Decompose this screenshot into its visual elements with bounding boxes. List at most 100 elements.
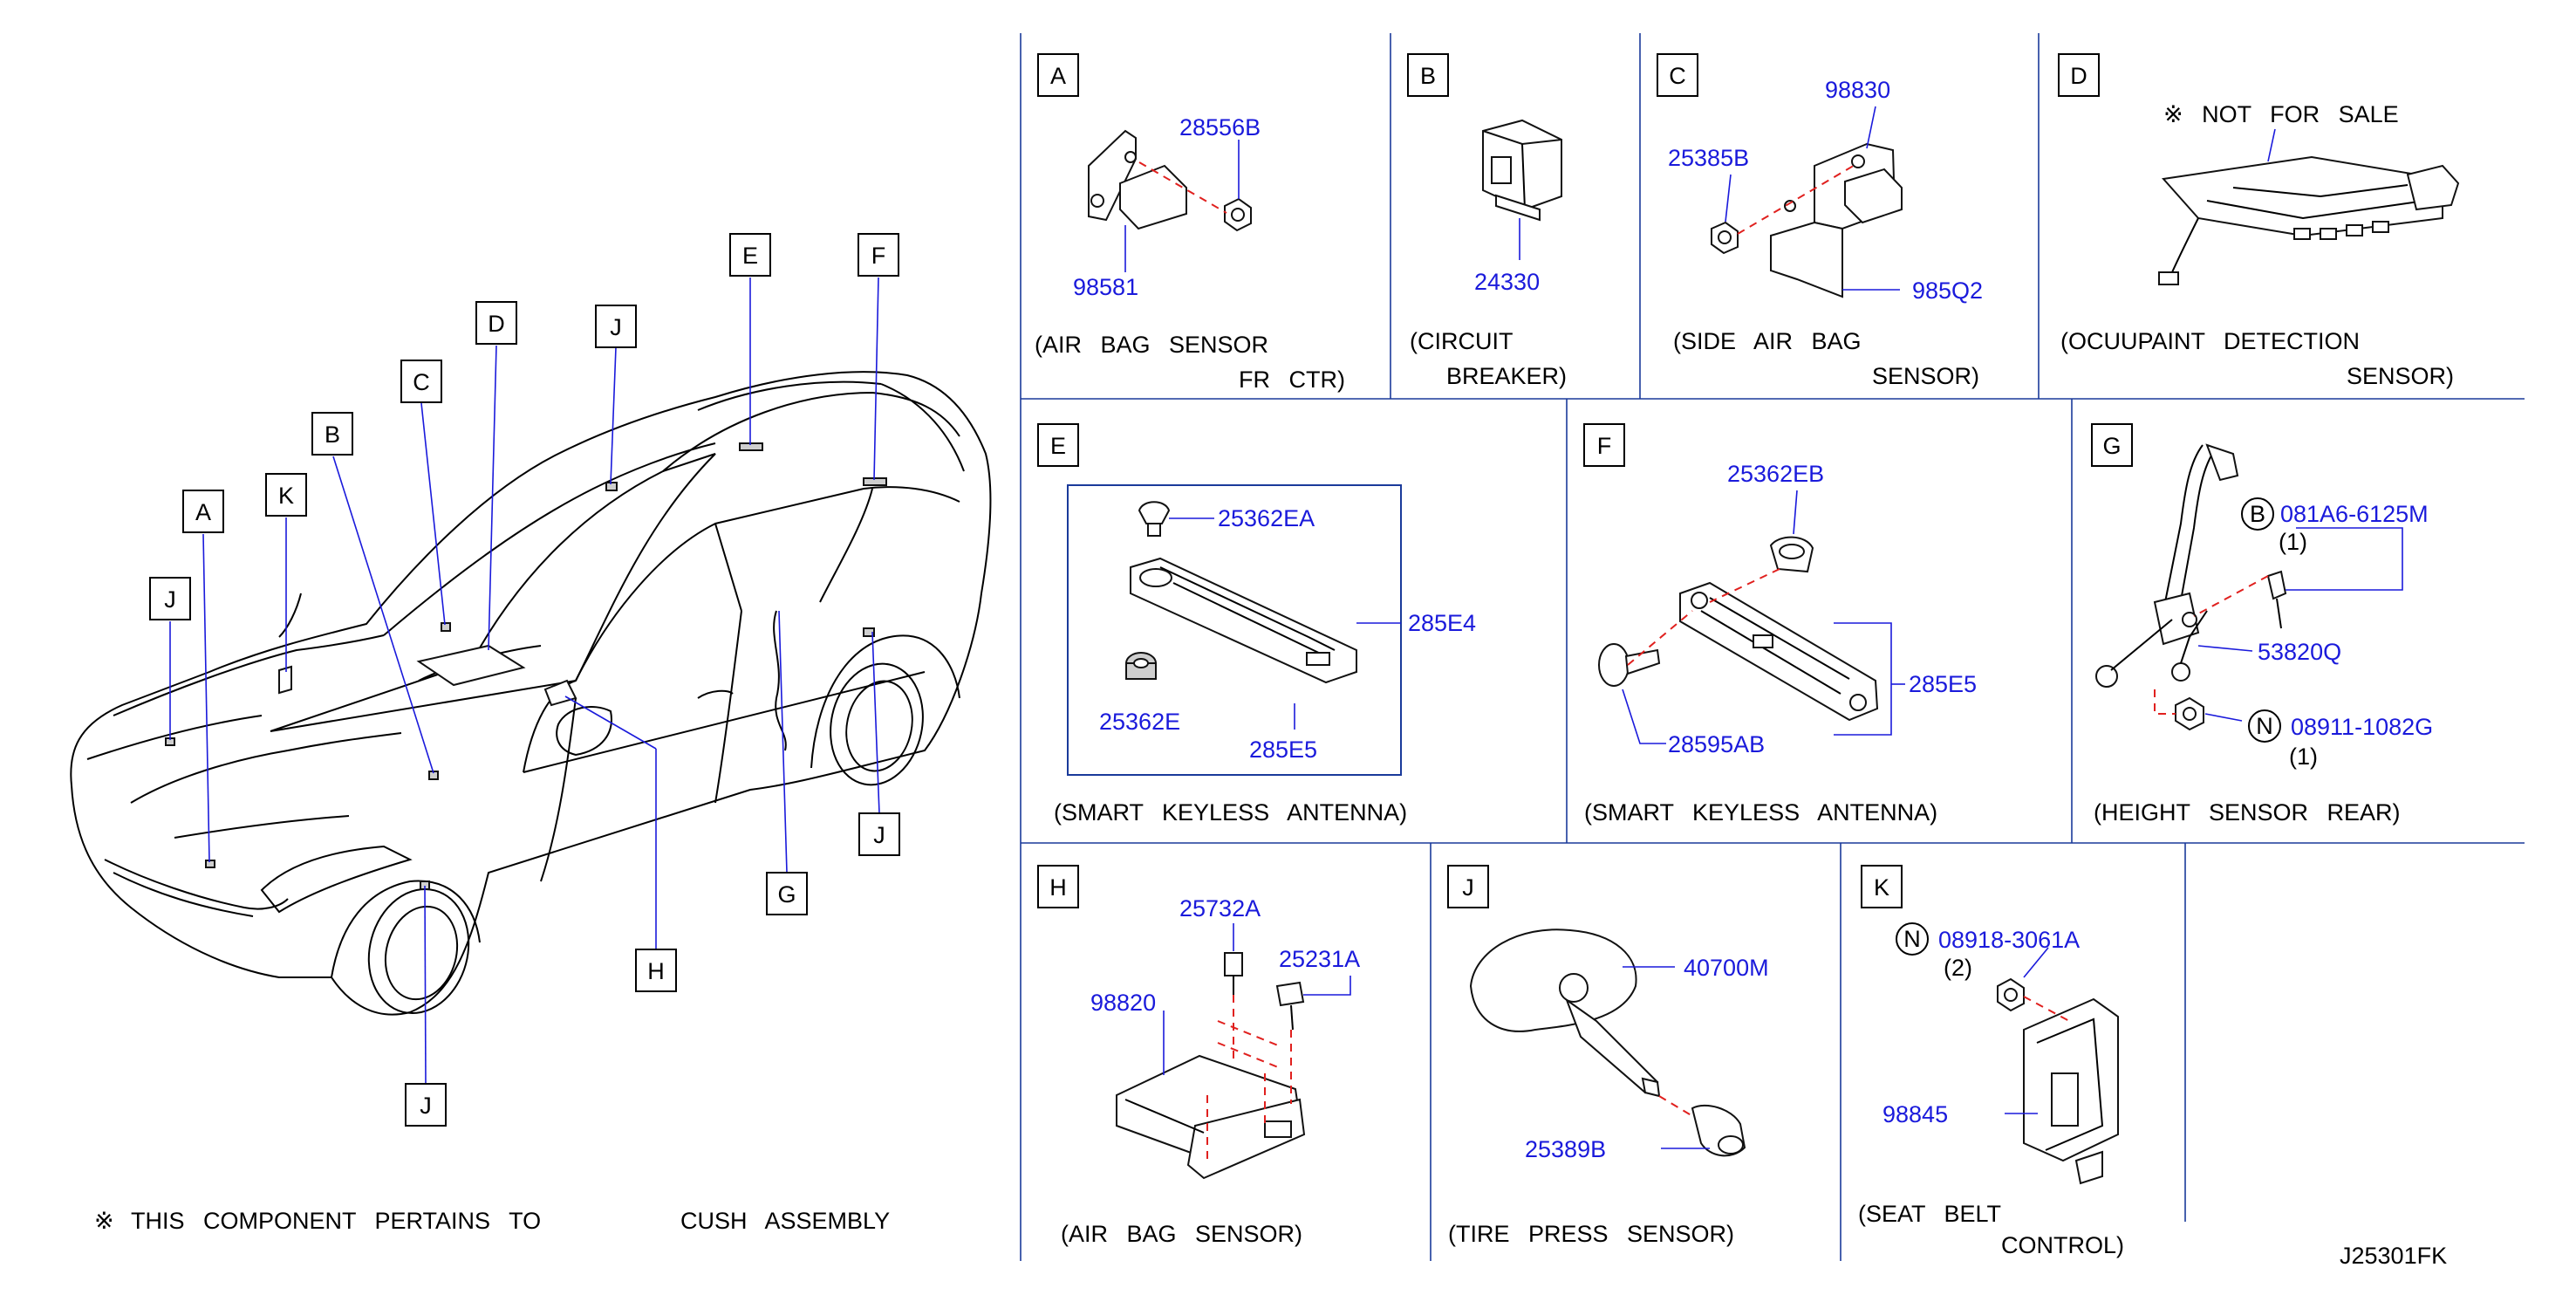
diagram-code: J25301FK	[2340, 1243, 2447, 1269]
svg-text:(1): (1)	[2279, 529, 2307, 555]
svg-text:(SIDE AIR BAG: (SIDE AIR BAG	[1673, 328, 1862, 354]
svg-text:K: K	[1874, 874, 1889, 901]
svg-text:53820Q: 53820Q	[2258, 639, 2341, 665]
panel-c: C 98830 25385B 985Q2 (SIDE AIR BAG SENSO…	[1657, 53, 1983, 389]
marker-a	[205, 860, 215, 868]
air-bag-sensor-h-part	[1116, 1054, 1306, 1180]
panel-a: A 28556B 98581 (AIR BAG SENSOR FR CTR)	[1035, 53, 1345, 393]
svg-text:A: A	[195, 499, 211, 525]
svg-text:G: G	[2102, 433, 2121, 459]
panel-a-letter-box	[1037, 53, 1079, 97]
svg-text:985Q2: 985Q2	[1912, 278, 1983, 304]
antenna-frame	[1067, 484, 1402, 776]
nut-25385b	[1711, 221, 1739, 255]
badge-n-k	[1896, 922, 1929, 956]
side-air-bag-sensor-part	[1770, 142, 1903, 298]
svg-text:(SMART KEYLESS ANTENNA): (SMART KEYLESS ANTENNA)	[1054, 799, 1407, 826]
badge-b	[2241, 497, 2274, 531]
svg-text:J: J	[1462, 874, 1474, 901]
screw-28595ab	[1598, 643, 1661, 687]
callout-e: E	[729, 233, 771, 277]
grommet-25362eb	[1769, 536, 1814, 573]
svg-text:08911-1082G: 08911-1082G	[2291, 714, 2433, 740]
svg-text:285E4: 285E4	[1408, 610, 1476, 636]
callout-c: C	[400, 360, 442, 403]
marker-d	[416, 644, 526, 687]
svg-text:25362EB: 25362EB	[1727, 461, 1824, 487]
svg-text:F: F	[871, 243, 886, 269]
callout-d: D	[475, 301, 517, 345]
panel-g: G B 081A6-6125M (1) 53820Q	[2091, 423, 2433, 826]
svg-text:(1): (1)	[2289, 743, 2318, 770]
callout-j2: J	[595, 305, 637, 348]
svg-text:25732A: 25732A	[1179, 895, 1261, 922]
nut-08911-1082g	[2175, 696, 2204, 731]
svg-text:(CIRCUIT: (CIRCUIT	[1410, 328, 1513, 354]
nut-08918-3061a	[1997, 977, 2025, 1012]
callout-j1: J	[149, 577, 191, 620]
svg-text:25231A: 25231A	[1279, 946, 1360, 972]
svg-text:(AIR BAG SENSOR: (AIR BAG SENSOR	[1035, 332, 1268, 358]
h-dash-lines	[1206, 995, 1292, 1165]
svg-text:25385B: 25385B	[1668, 145, 1749, 171]
svg-text:A: A	[1050, 63, 1066, 89]
smart-keyless-antenna-e-part	[1130, 557, 1357, 684]
svg-text:D: D	[488, 311, 505, 337]
svg-text:(SEAT BELT: (SEAT BELT	[1858, 1201, 2001, 1227]
callout-b: B	[311, 412, 353, 456]
panel-grid-lines	[1020, 33, 2525, 1261]
svg-text:F: F	[1597, 433, 1612, 459]
svg-text:24330: 24330	[1474, 269, 1540, 295]
callout-h: H	[635, 949, 677, 992]
svg-text:J: J	[164, 586, 176, 613]
car-illustration	[70, 371, 992, 1016]
svg-text:J: J	[873, 822, 885, 848]
marker-f	[863, 477, 887, 486]
svg-text:25362EA: 25362EA	[1218, 505, 1315, 531]
svg-text:K: K	[278, 483, 294, 509]
svg-text:N: N	[2256, 713, 2273, 739]
badge-n	[2248, 709, 2281, 743]
svg-text:SENSOR): SENSOR)	[1872, 363, 1979, 389]
svg-text:E: E	[742, 243, 758, 269]
panel-j: J 40700M 25389B (TIRE PRESS SENSOR)	[1447, 865, 1769, 1247]
seat-belt-control-part	[2023, 997, 2119, 1185]
part-number-28556b: 28556B	[1179, 114, 1261, 140]
svg-text:B: B	[1420, 63, 1436, 89]
callout-g: G	[766, 872, 808, 915]
svg-text:B: B	[2250, 501, 2265, 527]
not-for-sale-note: ※ NOT FOR SALE	[2163, 101, 2399, 127]
callout-j3: J	[858, 812, 900, 856]
svg-text:25389B: 25389B	[1525, 1136, 1606, 1162]
svg-text:08918-3061A: 08918-3061A	[1938, 927, 2080, 953]
svg-text:25362E: 25362E	[1099, 709, 1180, 735]
svg-text:J: J	[420, 1093, 432, 1119]
bolt-25231a	[1275, 981, 1305, 1031]
svg-text:C: C	[413, 369, 430, 395]
svg-text:98820: 98820	[1090, 990, 1156, 1016]
marker-k	[278, 665, 292, 695]
svg-text:CONTROL): CONTROL)	[2001, 1232, 2124, 1258]
marker-c	[441, 622, 451, 632]
panel-e: E 25362EA 285E4 25362E 285E5 (SMART KEYL…	[1037, 423, 1476, 826]
bolt-25732a	[1224, 952, 1243, 995]
svg-text:D: D	[2070, 63, 2087, 89]
panel-f: F 25362EB 285E5 28595AB (SMART KEYLESS A…	[1583, 423, 1977, 826]
car-callout-leaders	[169, 277, 880, 1085]
footnote-text: THIS COMPONENT PERTAINS TO	[131, 1208, 541, 1234]
footnote-symbol: ※	[94, 1208, 114, 1234]
grommet-25362e	[1125, 652, 1157, 680]
svg-text:98845: 98845	[1882, 1101, 1948, 1127]
footnote-text-b: CUSH ASSEMBLY	[680, 1208, 890, 1234]
car-part-markers	[165, 442, 887, 890]
car-callout-boxes: A B C D E F G H J J J J K	[149, 233, 900, 1127]
svg-text:(OCUUPAINT DETECTION: (OCUUPAINT DETECTION	[2060, 328, 2360, 354]
svg-text:98830: 98830	[1825, 77, 1890, 103]
occupant-detection-sensor-part	[2158, 155, 2460, 285]
panel-k: K N 08918-3061A (2) 98845 (SEAT BELT CON…	[1858, 865, 2124, 1258]
svg-text:285E5: 285E5	[1249, 737, 1317, 763]
air-bag-sensor-fr-ctr-part	[1088, 129, 1187, 230]
height-sensor-rear-part	[2095, 443, 2239, 688]
smart-keyless-antenna-f-part	[1679, 581, 1879, 722]
